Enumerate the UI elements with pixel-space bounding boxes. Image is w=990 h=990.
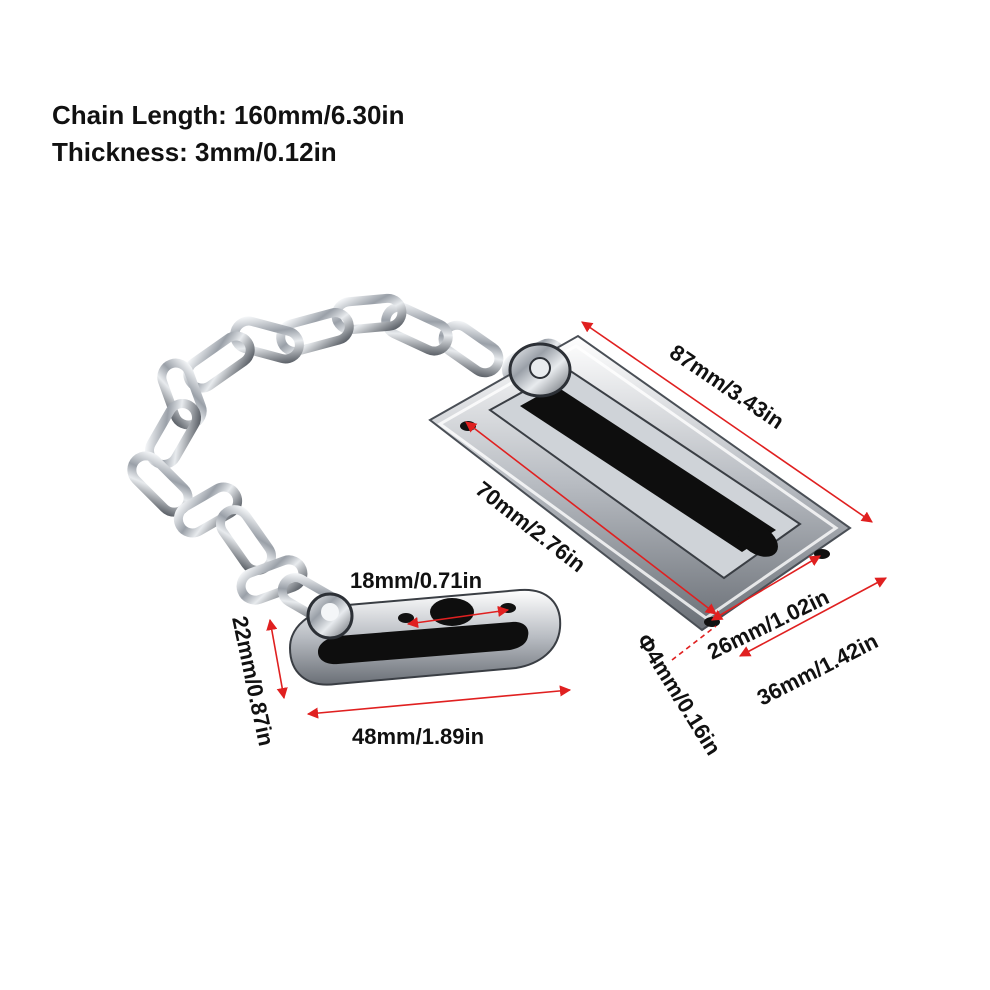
chain-link (276, 308, 354, 356)
chain-link (173, 482, 243, 538)
hole-diameter-line (671, 625, 717, 661)
knob-hole-spacing-line (406, 605, 510, 629)
screw-hole (398, 613, 414, 623)
knob-plate-height-label: 22mm/0.87in (227, 614, 279, 748)
chain (127, 293, 567, 625)
keyhole (430, 598, 474, 626)
thickness-spec: Thickness: 3mm/0.12in (52, 137, 337, 167)
slot-length-line (465, 421, 717, 615)
plate-length-line (581, 321, 873, 523)
knob-plate-height-line (266, 618, 288, 700)
screw-hole (460, 421, 476, 431)
chain-length-spec: Chain Length: 160mm/6.30in (52, 100, 405, 130)
knob-hole-spacing-label: 18mm/0.71in (350, 568, 482, 593)
plate-width-line (739, 577, 887, 657)
plate-width-label: 36mm/1.42in (753, 628, 882, 710)
dimension-lines (266, 321, 887, 719)
knob-plate-length-label: 48mm/1.89in (352, 724, 484, 749)
knob-plate-length-line (306, 685, 572, 719)
chain-link (236, 555, 308, 605)
chain-link (381, 302, 453, 356)
knob-plate (288, 588, 562, 686)
screw-hole (704, 617, 720, 627)
